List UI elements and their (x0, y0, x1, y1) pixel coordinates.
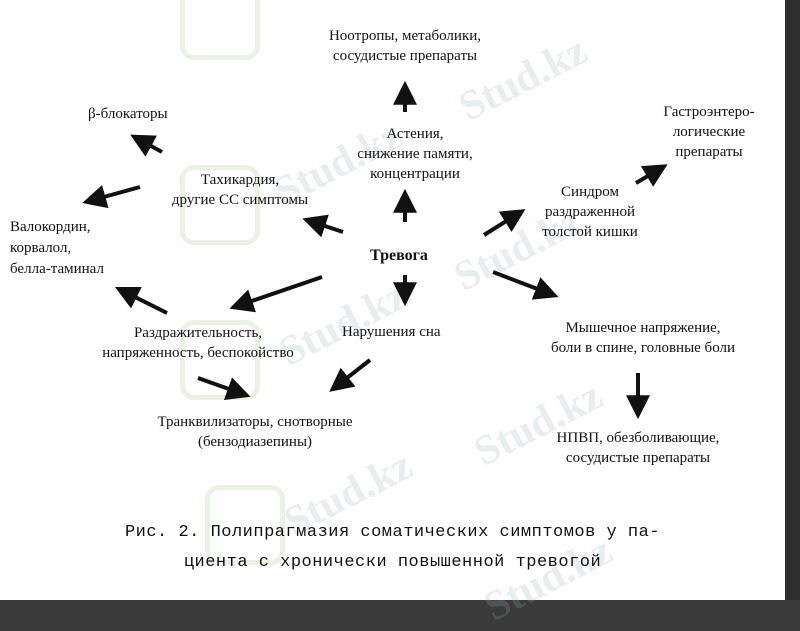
node-irritability: Раздражительность, напряженность, беспок… (102, 325, 294, 361)
watermark-logo-icon (180, 165, 260, 245)
diagram-arrows (82, 80, 668, 420)
arrow (302, 214, 344, 238)
arrow (114, 286, 168, 315)
node-beta-blockers: β-блокаторы (88, 106, 168, 122)
node-tachycardia: Тахикардия, другие СС симптомы (171, 172, 309, 208)
arrow (130, 134, 163, 157)
watermark-logo-icon (180, 320, 260, 400)
node-sleep-disorders: Нарушения сна (342, 324, 441, 340)
node-nsaid: НПВП, обезболивающие, сосудистые препара… (556, 430, 720, 466)
arrow (229, 275, 323, 313)
arrow (82, 185, 141, 209)
node-ibs: Синдром раздраженной толстой кишки (542, 184, 638, 240)
node-gastro-drugs: Гастроэнтеро- логические препараты (663, 104, 755, 160)
arrow (329, 358, 372, 392)
watermark-logo-icon (205, 485, 285, 565)
figure-caption: Рис. 2. Полипрагмазия соматических симпт… (124, 523, 661, 572)
node-valocordin: Валокордин, корвалол, белла-таминал (10, 219, 104, 277)
arrow (197, 376, 251, 400)
node-anxiety: Тревога (370, 247, 428, 264)
node-muscle-tension: Мышечное напряжение, боли в спине, голов… (550, 320, 736, 356)
arrow (634, 164, 668, 187)
slide: Stud.kz Stud.kz Stud.kz Stud.kz Stud.kz … (0, 0, 785, 630)
arrow (492, 270, 559, 300)
node-asthenia: Астения, снижение памяти, концентрации (357, 126, 473, 182)
node-nootropics: Ноотропы, метаболики, сосудистые препара… (328, 28, 482, 64)
node-tranquilizers: Транквилизаторы, снотворные (бензодиазеп… (157, 414, 353, 450)
arrow (482, 209, 526, 237)
watermark-logo-icon (180, 0, 260, 60)
side-bar (785, 0, 800, 600)
